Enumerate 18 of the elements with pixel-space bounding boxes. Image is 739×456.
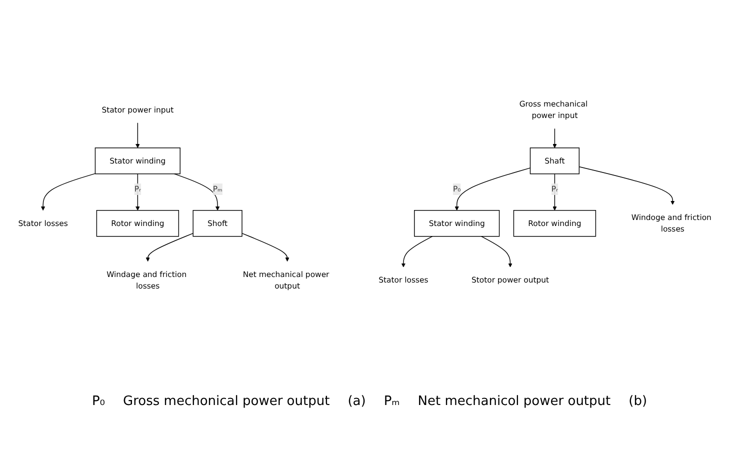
note-label: Pₘ (384, 394, 400, 409)
arrow (146, 232, 194, 262)
arrow (578, 166, 675, 205)
note-label: P₀ (92, 394, 106, 409)
arrow (40, 173, 96, 211)
arrow (552, 128, 557, 148)
arrow (136, 173, 140, 211)
note-label: (a) (348, 394, 366, 409)
arrow (552, 173, 557, 211)
note-label: Net mechanicol power output (418, 394, 611, 409)
arrow (480, 236, 512, 268)
arrow (174, 173, 220, 211)
arrow (454, 168, 531, 211)
note-label: (b) (628, 394, 648, 409)
note-label: Gross mechonical power output (123, 394, 330, 409)
arrow (242, 232, 290, 262)
arrow (136, 122, 140, 148)
arrow (401, 236, 433, 268)
